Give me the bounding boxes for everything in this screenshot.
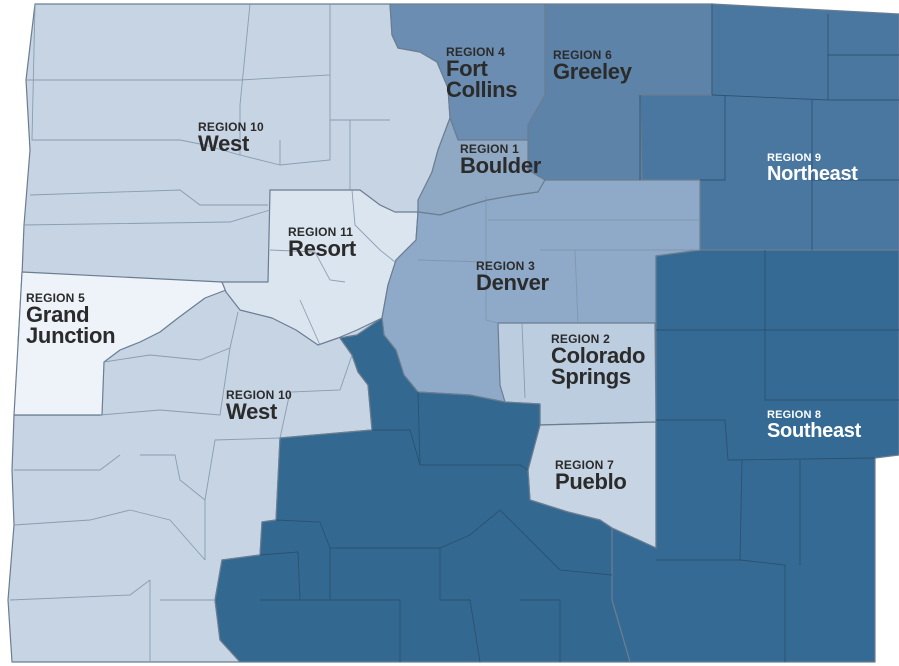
region-7-pueblo-label: REGION 7 Pueblo [555,458,627,494]
region-name-line-1: Colorado [551,343,646,368]
region-number: REGION 7 [555,458,614,472]
county-lines-east [417,4,899,662]
region-number: REGION 4 [446,45,505,59]
region-3-denver-label: REGION 3 Denver [476,259,549,295]
region-number: REGION 9 [767,152,822,164]
region-number: REGION 5 [26,291,85,305]
region-number: REGION 1 [460,142,519,156]
region-number: REGION 6 [553,48,612,62]
region-name-line-1: Fort [446,56,488,81]
region-number: REGION 10 [198,120,264,134]
region-name: Southeast [767,420,861,442]
region-2-colorado-springs-label: REGION 2 Colorado Springs [551,332,646,389]
region-name: Resort [288,236,356,261]
region-9-northeast-label: REGION 9 Northeast [767,153,858,185]
region-name: Boulder [460,153,542,178]
region-1-boulder-label: REGION 1 Boulder [460,142,542,178]
county-lines-west [9,3,396,662]
region-name: Pueblo [555,469,627,494]
region-number: REGION 11 [288,225,354,239]
region-name: West [198,131,249,156]
region-number: REGION 8 [767,409,822,421]
region-11-resort-area[interactable] [221,189,419,346]
region-name: Denver [476,270,549,295]
region-name-line-2: Springs [551,364,631,389]
region-name-line-1: Grand [26,302,90,327]
region-name: West [226,399,277,424]
region-number: REGION 3 [476,259,535,273]
region-number: REGION 2 [551,332,610,346]
region-name-line-2: Collins [446,77,518,102]
region-4-fort-collins-label: REGION 4 Fort Collins [446,45,518,102]
region-name-line-2: Junction [26,323,116,348]
region-name: Northeast [767,163,858,185]
region-name: Greeley [553,59,632,84]
region-8-southeast-label: REGION 8 Southeast [767,410,861,442]
region-5-grand-junction-label: REGION 5 Grand Junction [26,291,116,348]
region-number: REGION 10 [226,388,292,402]
region-10-west-label-south: REGION 10 West [226,388,292,424]
region-11-resort-label: REGION 11 Resort [288,225,356,261]
region-10-west-label-north: REGION 10 West [198,120,264,156]
county-lines-south [259,391,613,663]
region-6-greeley-label: REGION 6 Greeley [553,48,632,84]
